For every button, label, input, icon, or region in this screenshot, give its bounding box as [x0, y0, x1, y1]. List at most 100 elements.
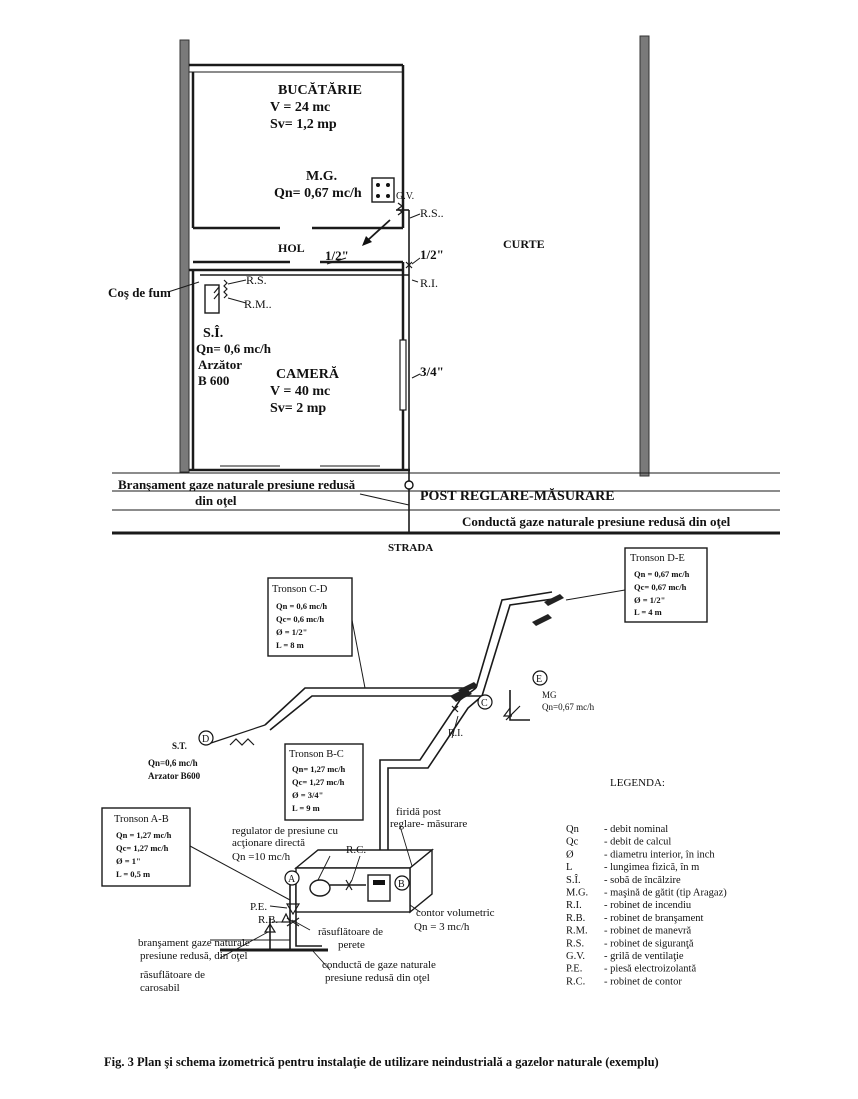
main-pipe-label: Conductă gaze naturale presiune redusă d…: [462, 514, 731, 529]
mg-label: MG: [542, 690, 557, 700]
meter-line1: contor volumetric: [416, 907, 495, 919]
room-east-window: [399, 339, 407, 411]
tronson-de-box: Tronson D-E Qn = 0,67 mc/h Qc= 0,67 mc/h…: [624, 547, 708, 623]
node-a: A: [284, 870, 300, 886]
floor-plan: BUCĂTĂRIE V = 24 mc Sv= 1,2 mp M.G. Qn= …: [108, 35, 780, 554]
tronson-bc-l: L = 9 m: [292, 803, 320, 813]
legend-title: LEGENDA:: [610, 777, 665, 789]
branch-iso-line2: presiune redusă, din oţel: [140, 950, 248, 962]
svg-text:E: E: [536, 674, 542, 685]
tronson-de-qn: Qn = 0,67 mc/h: [634, 569, 690, 579]
street-lines: [112, 472, 780, 511]
regulator-symbol: [309, 879, 331, 897]
legend-code: Qc: [566, 837, 579, 848]
legend-code: R.M.: [566, 926, 588, 937]
svg-text:B: B: [398, 879, 405, 890]
svg-text:C: C: [481, 698, 488, 709]
tronson-de-qc: Qc= 0,67 mc/h: [634, 582, 687, 592]
pipe-three-quarter: 3/4": [420, 364, 444, 379]
kitchen-walls: [189, 63, 405, 264]
st-burner: Arzator B600: [148, 771, 201, 781]
rm-room-label: R.M..: [244, 297, 272, 311]
pe-label: P.E.: [250, 901, 267, 913]
yard-label: CURTE: [503, 237, 545, 251]
svg-text:A: A: [288, 874, 296, 885]
tronson-bc-qn: Qn= 1,27 mc/h: [292, 764, 346, 774]
branch-iso-line1: branşament gaze naturale: [138, 937, 250, 949]
heater-burner: Arzător: [198, 357, 242, 372]
legend-code: R.I.: [566, 900, 582, 911]
chimney-label: Coş de fum: [108, 285, 171, 300]
heater-flow: Qn= 0,6 mc/h: [196, 341, 272, 356]
road-vent-symbol: [263, 922, 277, 933]
rm-room-valve: [223, 279, 228, 299]
pipe-half-right: 1/2": [420, 247, 444, 262]
room-volume: V = 40 mc: [270, 384, 330, 399]
tronson-ab-box: Tronson A-B Qn = 1,27 mc/h Qc= 1,27 mc/h…: [101, 807, 191, 887]
ri-valve: [405, 261, 413, 269]
legend-description: - grilă de ventilaţie: [604, 951, 684, 962]
legend-code: R.S.: [566, 938, 584, 949]
building-gas-pipe: [200, 209, 410, 485]
branch-plan-line2: din oţel: [195, 493, 237, 508]
legend-description: - maşină de gătit (tip Aragaz): [604, 888, 727, 899]
stove-label: M.G.: [306, 169, 337, 184]
legend-code: S.Î.: [566, 874, 581, 886]
legend-description: - robinet de contor: [604, 976, 682, 987]
grille-label: G.V.: [396, 191, 414, 202]
legend-code: L: [566, 862, 572, 873]
regulation-station-symbol: [404, 480, 414, 490]
legend-description: - debit nominal: [604, 824, 668, 835]
legend-code: R.B.: [566, 913, 585, 924]
regulator-line2: acţionare directă: [232, 837, 305, 849]
pe-symbol: [285, 903, 301, 916]
hall-label: HOL: [278, 241, 305, 255]
main-iso-line1: conductă de gaze naturale: [322, 959, 436, 971]
isometric-scheme: A B C D E Tronson D-E Qn = 0,67 mc/h Qc=…: [101, 547, 708, 994]
branch-plan-line1: Branşament gaze naturale presiune redusă: [118, 477, 356, 492]
regulator-line3: Qn =10 mc/h: [232, 851, 291, 863]
wall-crossings: [450, 594, 564, 702]
legend-description: - lungimea fizică, în m: [604, 862, 699, 873]
road-vent-line2: carosabil: [140, 982, 180, 994]
figure-caption: Fig. 3 Plan şi schema izometrică pentru …: [104, 1055, 659, 1069]
rs-kitchen-label: R.S..: [420, 206, 444, 220]
street-label: STRADA: [388, 542, 433, 554]
wall-vent-line1: răsuflătoare de: [318, 926, 383, 938]
legend-code: P.E.: [566, 964, 582, 975]
regulator-line1: regulator de presiune cu: [232, 825, 338, 837]
heater-code: S.Î.: [203, 324, 223, 341]
legend-code: M.G.: [566, 888, 588, 899]
st-flow: Qn=0,6 mc/h: [148, 758, 198, 768]
west-wall: [179, 39, 190, 473]
rs-kitchen-valve: [397, 202, 403, 216]
legend-code: R.C.: [566, 976, 585, 987]
room-vent-area: Sv= 2 mp: [270, 401, 326, 416]
rs-room-label: R.S.: [246, 273, 267, 287]
tronson-cd-qn: Qn = 0,6 mc/h: [276, 601, 327, 611]
niche-line2: reglare- măsurare: [390, 818, 467, 830]
st-label: S.T.: [172, 741, 187, 751]
node-e: E: [532, 670, 548, 686]
heater-model: B 600: [198, 373, 229, 388]
rc-label: R.C.: [346, 844, 366, 856]
ri-iso-label: R.I.: [448, 728, 463, 739]
node-c: C: [477, 694, 493, 710]
node-d: D: [198, 730, 214, 746]
meter-symbol: [367, 874, 391, 902]
tronson-de-d: Ø = 1/2": [634, 595, 665, 605]
legend-code: Qn: [566, 824, 580, 835]
mg-flow: Qn=0,67 mc/h: [542, 702, 595, 712]
tronson-ab-d: Ø = 1": [116, 856, 141, 866]
legend-description: - piesă electroizolantă: [604, 964, 696, 975]
tronson-bc-d: Ø = 3/4": [292, 790, 323, 800]
meter-line2: Qn = 3 mc/h: [414, 921, 470, 933]
tronson-cd-l: L = 8 m: [276, 640, 304, 650]
svg-text:D: D: [202, 734, 209, 745]
tronson-ab-l: L = 0,5 m: [116, 869, 150, 879]
pipe-half-left: 1/2": [325, 248, 349, 263]
main-iso-line2: presiune redusă din oţel: [325, 972, 430, 984]
kitchen-name: BUCĂTĂRIE: [278, 81, 362, 98]
